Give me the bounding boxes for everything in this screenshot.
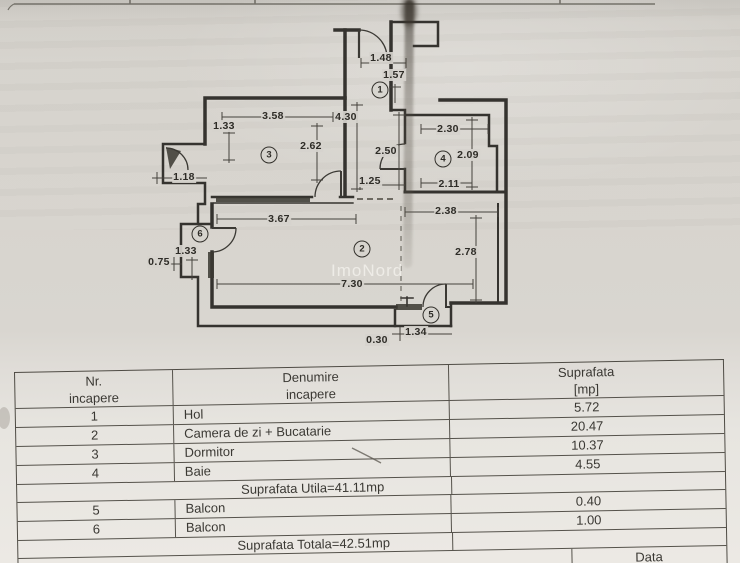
dimension-label: 0.30 — [365, 334, 389, 346]
cell-nr: 6 — [92, 521, 101, 537]
room-number-badge: 6 — [191, 225, 209, 243]
cell-nr: 2 — [90, 427, 99, 443]
dimension-label: 2.30 — [436, 123, 460, 135]
dimension-label: 1.33 — [212, 120, 236, 132]
suprafata-utila-label: Suprafata Utila=41.11mp — [240, 479, 385, 497]
dimension-label: 1.34 — [404, 326, 428, 338]
dimension-label: 1.18 — [172, 171, 196, 183]
dimension-label: 2.62 — [299, 140, 323, 152]
scan-blob — [0, 407, 10, 429]
dimension-label: 1.33 — [174, 245, 198, 257]
column-divider — [452, 532, 454, 550]
dimension-lines — [152, 58, 499, 341]
header-suprafata-mp: Suprafata [mp] — [557, 364, 615, 397]
area-table: Nr. incapere Denumire incapere Suprafata… — [14, 358, 728, 563]
dimension-label: 1.25 — [358, 175, 382, 187]
dimension-label: 4.30 — [334, 111, 358, 123]
cell-nr: 4 — [91, 465, 100, 481]
data-label: Data — [635, 549, 663, 563]
dimension-label: 2.11 — [437, 178, 461, 190]
dimension-label: 3.58 — [261, 110, 285, 122]
header-denumire-incapere: Denumire incapere — [171, 365, 450, 406]
room-number-badge: 2 — [353, 240, 371, 258]
room-number-badge: 5 — [422, 306, 440, 324]
dimension-label: 1.57 — [382, 69, 406, 81]
previous-page-table-edge — [7, 0, 655, 11]
column-divider — [450, 476, 453, 495]
dimension-label: 2.50 — [374, 145, 398, 157]
dimension-label: 0.75 — [147, 256, 171, 268]
watermark: ImoNord — [331, 261, 404, 280]
wall-fills — [166, 147, 422, 310]
scan-smudge — [403, 0, 414, 269]
scan-streak-texture — [0, 0, 740, 230]
dimension-label: 1.48 — [369, 52, 393, 64]
dimension-label: 7.30 — [340, 278, 364, 290]
dimension-label: 2.78 — [454, 246, 478, 258]
room-number-badge: 4 — [434, 150, 452, 168]
header-nr-incapere: Nr. incapere — [68, 373, 120, 406]
scan-smudge-top — [401, 0, 417, 26]
cell-nr: 3 — [91, 446, 99, 462]
dimension-label: 2.09 — [456, 149, 480, 161]
cell-nr: 5 — [92, 502, 100, 518]
cell-nr: 1 — [90, 408, 99, 424]
room-number-badge: 1 — [371, 81, 389, 99]
dashed-lines — [357, 198, 402, 304]
dimension-label: 3.67 — [267, 213, 291, 225]
dimension-label: 2.38 — [434, 205, 458, 217]
room-number-badge: 3 — [260, 146, 278, 164]
